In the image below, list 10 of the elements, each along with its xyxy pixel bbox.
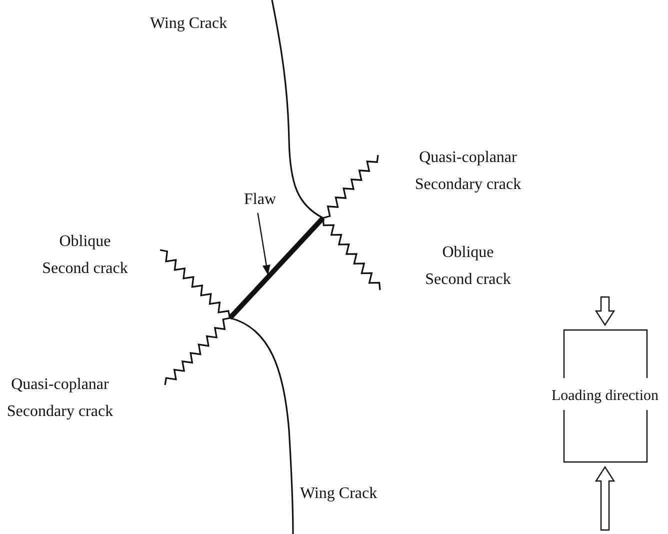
flaw-label: Flaw <box>238 186 282 213</box>
crack-label: Oblique Second crack <box>424 243 512 290</box>
crack-label: Wing Crack <box>150 14 228 34</box>
crack-label: Oblique Second crack <box>41 232 129 279</box>
crack-label: Quasi-coplanar Secondary crack <box>6 375 114 422</box>
crack-label: Quasi-coplanar Secondary crack <box>414 148 522 195</box>
leader-arrow <box>257 212 270 276</box>
loading-label: Loading direction <box>550 387 660 406</box>
flaw-line <box>226 214 327 322</box>
crack-label: Wing Crack <box>300 484 378 504</box>
